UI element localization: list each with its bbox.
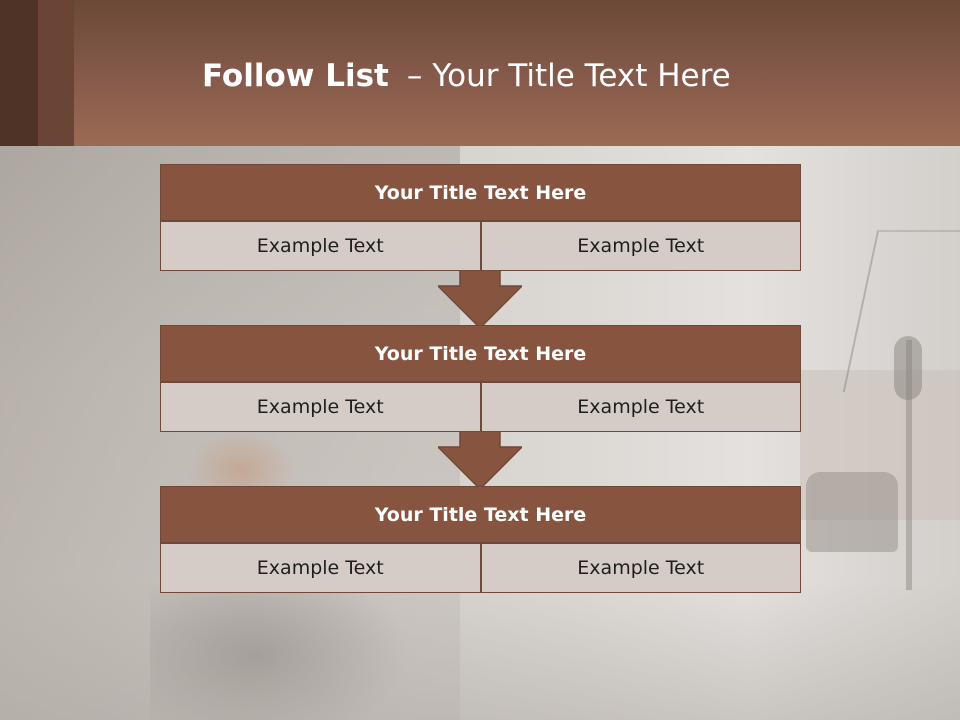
page-title: Follow List–Your Title Text Here: [202, 56, 731, 96]
list-box-1: Your Title Text Here Example Text Exampl…: [160, 164, 801, 271]
list-box-left-text: Example Text: [161, 222, 480, 270]
list-box-title: Your Title Text Here: [161, 326, 800, 383]
list-box-left-text: Example Text: [161, 383, 480, 431]
down-arrow-icon: [438, 270, 522, 328]
background-ground: [0, 580, 960, 720]
header-accent-dark: [0, 0, 38, 146]
list-box-right-text: Example Text: [479, 544, 800, 592]
list-box-row: Example Text Example Text: [161, 383, 800, 431]
background-sign: [894, 336, 922, 400]
header-band: Follow List–Your Title Text Here: [0, 0, 960, 146]
background-car: [806, 472, 898, 552]
down-arrow-icon: [438, 431, 522, 489]
list-box-3: Your Title Text Here Example Text Exampl…: [160, 486, 801, 593]
list-box-2: Your Title Text Here Example Text Exampl…: [160, 325, 801, 432]
list-box-row: Example Text Example Text: [161, 544, 800, 592]
list-box-row: Example Text Example Text: [161, 222, 800, 270]
title-bold: Follow List: [202, 58, 389, 94]
title-rest: Your Title Text Here: [432, 58, 731, 94]
background-sign-pole: [906, 340, 912, 590]
list-box-title: Your Title Text Here: [161, 487, 800, 544]
header-accent-mid: [38, 0, 74, 146]
list-box-left-text: Example Text: [161, 544, 480, 592]
list-box-title: Your Title Text Here: [161, 165, 800, 222]
list-box-right-text: Example Text: [479, 383, 800, 431]
list-box-right-text: Example Text: [479, 222, 800, 270]
title-dash: –: [406, 58, 423, 94]
